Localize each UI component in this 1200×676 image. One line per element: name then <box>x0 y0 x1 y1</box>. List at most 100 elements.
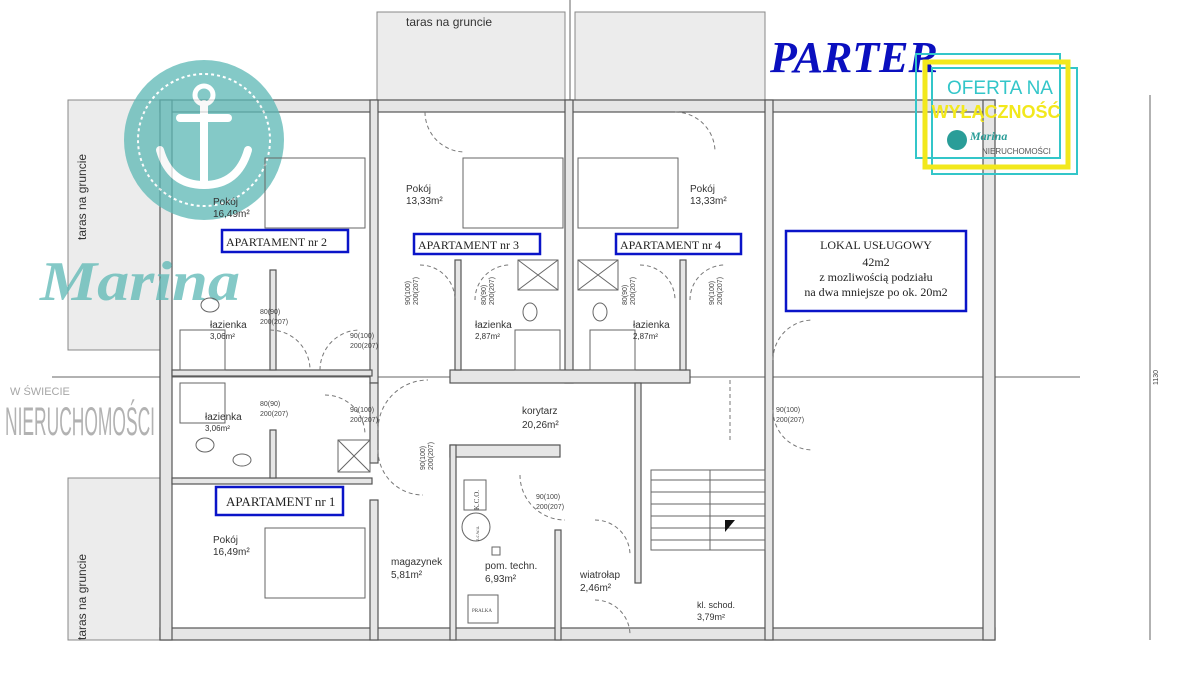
svg-text:APARTAMENT nr 4: APARTAMENT nr 4 <box>620 238 721 252</box>
room-name: Pokój <box>406 184 431 195</box>
bed <box>264 527 366 599</box>
svg-text:80(90): 80(90) <box>622 285 629 305</box>
stairs <box>650 469 766 551</box>
room-area: 6,93m² <box>485 574 517 585</box>
room-name: łazienka <box>633 320 670 331</box>
room-name: łazienka <box>475 320 512 331</box>
svg-text:WYŁĄCZNOŚĆ: WYŁĄCZNOŚĆ <box>932 101 1061 122</box>
svg-text:200(207): 200(207) <box>260 319 288 326</box>
pralka-label: PRALKA <box>472 609 492 614</box>
room-area: 2,87m² <box>475 332 500 341</box>
room-area: 3,06m² <box>210 332 235 341</box>
walls <box>159 99 996 641</box>
room-name: łazienka <box>205 412 242 423</box>
svg-text:200(207): 200(207) <box>630 277 637 305</box>
terrace-top-right <box>574 11 766 101</box>
room-area: 16,49m² <box>213 209 250 220</box>
svg-text:na dwa mniejsze po ok. 20m2: na dwa mniejsze po ok. 20m2 <box>804 285 947 299</box>
shower <box>589 329 636 371</box>
svg-text:LOKAL USŁUGOWY: LOKAL USŁUGOWY <box>820 238 932 252</box>
svg-text:42m2: 42m2 <box>862 255 889 269</box>
svg-text:NIERUCHOMOŚCI: NIERUCHOMOŚCI <box>982 147 1051 156</box>
svg-text:200(207): 200(207) <box>717 277 724 305</box>
svg-text:200(207): 200(207) <box>776 417 804 424</box>
room-area: 3,06m² <box>205 424 230 433</box>
exclusive-offer-badge: OFERTA NA WYŁĄCZNOŚĆ Marina NIERUCHOMOŚC… <box>915 53 1078 175</box>
svg-text:90(100): 90(100) <box>420 446 427 470</box>
svg-text:Marina: Marina <box>969 129 1007 143</box>
page-title: PARTER <box>769 33 938 82</box>
room-name: łazienka <box>210 320 247 331</box>
terrace-label: taras na gruncie <box>75 554 89 640</box>
lokal-uslugowy-label: LOKAL USŁUGOWY 42m2 z mozliwością podzia… <box>784 229 968 313</box>
bed <box>264 157 366 229</box>
svg-text:90(100): 90(100) <box>776 407 800 414</box>
terrace-left-bottom <box>67 477 161 641</box>
shaft <box>577 259 619 291</box>
svg-text:OFERTA NA: OFERTA NA <box>947 78 1053 99</box>
svg-text:200(207): 200(207) <box>413 277 420 305</box>
bed <box>577 157 679 229</box>
svg-text:90(100): 90(100) <box>350 333 374 340</box>
shower <box>514 329 561 371</box>
svg-text:80(90): 80(90) <box>260 401 280 408</box>
room-area: 13,33m² <box>690 196 727 207</box>
apartment-label-1: APARTAMENT nr 1 <box>214 485 345 517</box>
room-name: kl. schod. <box>697 600 735 610</box>
svg-text:200(207): 200(207) <box>350 343 378 350</box>
room-name: Pokój <box>213 535 238 546</box>
svg-text:80(90): 80(90) <box>260 309 280 316</box>
shaft <box>337 439 371 473</box>
anchor-icon <box>947 130 967 150</box>
zcwu-label: z.c.w.u. <box>476 526 481 541</box>
kco-label: K.C.O. <box>473 490 481 510</box>
shower <box>179 382 226 424</box>
svg-text:200(207): 200(207) <box>489 277 496 305</box>
room-labels: Pokój 16,49m² Pokój 13,33m² Pokój 13,33m… <box>205 184 735 622</box>
apartment-label-2: APARTAMENT nr 2 <box>220 228 350 254</box>
furniture <box>179 157 766 624</box>
room-area: 5,81m² <box>391 570 423 581</box>
apartment-label-3: APARTAMENT nr 3 <box>412 232 542 256</box>
svg-text:APARTAMENT nr 1: APARTAMENT nr 1 <box>226 494 335 509</box>
terrace-label: taras na gruncie <box>75 154 89 240</box>
terraces: taras na gruncie taras na gruncie taras … <box>67 11 766 641</box>
svg-text:90(100): 90(100) <box>709 281 716 305</box>
room-area: 16,49m² <box>213 547 250 558</box>
room-name: pom. techn. <box>485 561 537 572</box>
apartment-label-4: APARTAMENT nr 4 <box>614 232 743 256</box>
room-name: Pokój <box>690 184 715 195</box>
marina-watermark-logo: Marina W ŚWIECIE NIERUCHOMOŚCI <box>5 60 284 444</box>
terrace-label: taras na gruncie <box>406 15 492 29</box>
svg-text:90(100): 90(100) <box>536 494 560 501</box>
svg-text:90(100): 90(100) <box>405 281 412 305</box>
doors <box>269 111 814 636</box>
room-area: 13,33m² <box>406 196 443 207</box>
door-dimensions: 80(90)200(207) 90(100)200(207) 80(90)200… <box>260 277 804 511</box>
room-area: 20,26m² <box>522 420 559 431</box>
svg-text:200(207): 200(207) <box>350 417 378 424</box>
room-area: 2,46m² <box>580 583 612 594</box>
room-area: 3,79m² <box>697 612 725 622</box>
watermark-prefix: W ŚWIECIE <box>10 385 70 398</box>
room-area: 2,87m² <box>633 332 658 341</box>
terrace-top-left <box>376 11 566 101</box>
watermark-sub: NIERUCHOMOŚCI <box>5 398 155 444</box>
shower <box>179 329 226 371</box>
svg-text:z mozliwością podziału: z mozliwością podziału <box>819 270 932 284</box>
room-name: magazynek <box>391 557 443 568</box>
svg-text:APARTAMENT nr 2: APARTAMENT nr 2 <box>226 235 327 249</box>
dimension-label: 1130 <box>1153 370 1160 385</box>
bed <box>462 157 564 229</box>
svg-text:80(90): 80(90) <box>481 285 488 305</box>
shaft <box>517 259 559 291</box>
room-name: wiatrołap <box>579 570 620 581</box>
anchor-icon <box>156 83 252 190</box>
room-name: Pokój <box>213 197 238 208</box>
svg-text:APARTAMENT nr 3: APARTAMENT nr 3 <box>418 238 519 252</box>
svg-text:200(207): 200(207) <box>260 411 288 418</box>
svg-text:200(207): 200(207) <box>428 442 435 470</box>
watermark-brand: Marina <box>39 251 240 313</box>
room-name: korytarz <box>522 406 558 417</box>
